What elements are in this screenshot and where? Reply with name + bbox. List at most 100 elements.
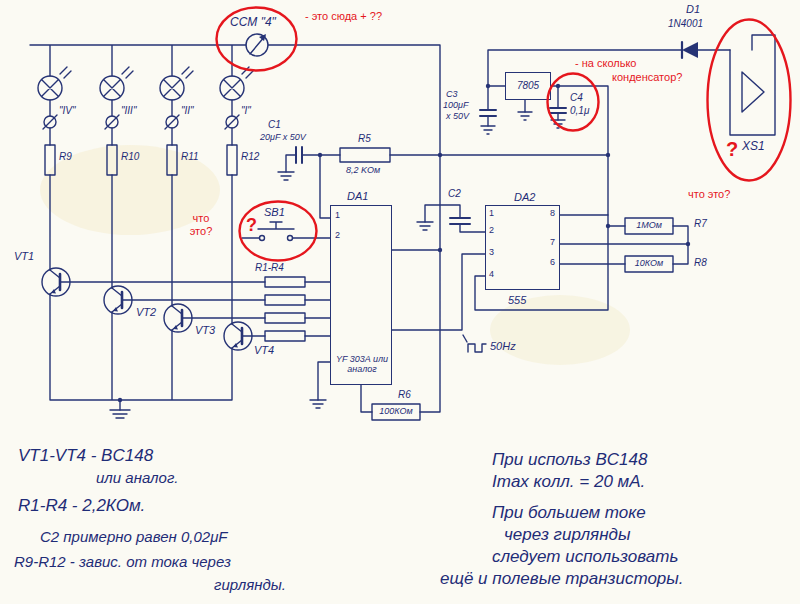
component-label: 20μF x 50V [260,132,306,142]
resistor-value: 1МОм [625,220,673,230]
question-annotation: что это? [184,212,218,237]
transistor-base-bar [60,274,242,344]
component-label: "II" [181,105,194,117]
resistor-value: 10КОм [625,258,673,268]
wire-connector [392,254,485,330]
red-ellipse [708,20,791,181]
lamp-cross [42,80,241,97]
red-ellipse [217,8,297,71]
button-contact [260,236,265,241]
component-label: x 50V [446,111,469,121]
resistor-symbol [167,145,177,175]
resistor-symbol [372,404,420,420]
lamp-slash [43,115,239,129]
meter-arrow-head [259,34,266,41]
chip-label: DA2 [514,191,535,204]
note-text: через гирлянды [504,525,630,545]
component-label: VT2 [136,306,156,319]
component-label: R11 [181,151,199,163]
component-label: "IV" [59,105,76,117]
emitter-arrow [113,307,118,312]
component-label: R1-R4 [255,262,284,274]
note-text: С2 примерно равен 0,02μF [40,528,228,545]
light-rays [60,67,253,78]
resistor-symbol [45,145,673,420]
transistor-symbol [164,304,192,332]
transistor-symbol [42,268,70,296]
junction-dot [318,153,322,157]
note-text: При использ BC148 [492,450,647,470]
note-text: или аналог. [96,469,178,486]
component-label: R5 [358,133,371,145]
capacitor-label: C4 [570,92,583,104]
lamp-symbol [38,67,253,129]
chip-type: 555 [508,294,526,307]
transistor-symbol [50,270,242,348]
pin-number: 7 [550,237,555,247]
junction-dot [438,153,442,157]
component-label: D1 [686,3,700,16]
button-contact [288,236,293,241]
question-mark: ? [726,138,738,161]
component-label: 8,2 KOм [346,165,380,175]
component-label: 1N4001 [668,18,703,30]
chip-type: YF 303A или аналог [333,354,391,375]
pin-number: 1 [335,210,340,220]
red-ellipse [240,202,317,261]
note-text: R1-R4 - 2,2КОм. [18,496,145,516]
resistor-value: 100КОм [372,406,420,416]
resistor-symbol [265,331,305,341]
note-text: VT1-VT4 - BC148 [18,446,153,466]
pin-number: 1 [489,208,494,218]
capacitor-symbol [296,108,566,224]
component-label: R9 [59,151,72,163]
leader-line [463,335,467,342]
paper-stain [490,295,630,365]
component-label: 100μF [443,100,468,110]
resistor-symbol [625,256,673,272]
callout-outline [706,18,792,182]
resistor-symbol [265,295,305,305]
regulator-box: 7805 [505,72,551,100]
emitter-arrow [233,343,238,348]
meter-callout-ellipse: CCM "4" [215,6,298,72]
pin-number: 8 [550,208,555,218]
component-label: R10 [121,151,139,163]
junction-dot [486,84,490,88]
red-ellipse [548,74,599,131]
regulator-label: 7805 [506,80,550,92]
square-wave-symbol [468,344,486,352]
pin-number: 3 [489,247,494,257]
component-label: "III" [121,105,136,117]
button-label: SB1 [264,206,285,219]
note-text: гирлянды. [214,576,286,593]
socket-label: XS1 [742,140,765,154]
button-callout-ellipse: SB1? [238,200,318,262]
question-annotation: конденсатор? [612,71,682,84]
pin-number: 4 [489,269,494,279]
question-mark: ? [246,215,257,236]
pin-number: 2 [335,230,340,240]
question-annotation: что это? [688,188,730,201]
emitter-arrow [51,289,56,294]
transistor-symbol [104,286,132,314]
component-label: VT1 [14,250,34,263]
component-label: R12 [241,151,259,163]
resistor-symbol [107,145,117,175]
meter-label: CCM "4" [230,16,276,30]
capacitor-value: 0,1μ [570,105,589,117]
note-text: При большем токе [492,503,646,523]
component-label: R8 [694,257,707,269]
component-label: C3 [446,89,458,99]
component-label: "I" [241,105,251,117]
socket-symbol [730,35,775,135]
ground-symbol [110,112,565,418]
junction-dot [118,398,122,402]
component-label: VT4 [254,344,274,357]
question-annotation: - это сюда + ?? [305,10,382,23]
note-text: ещё и полевые транзисторы. [440,569,684,589]
button-actuator [258,222,294,229]
resistor-symbol [340,148,390,162]
